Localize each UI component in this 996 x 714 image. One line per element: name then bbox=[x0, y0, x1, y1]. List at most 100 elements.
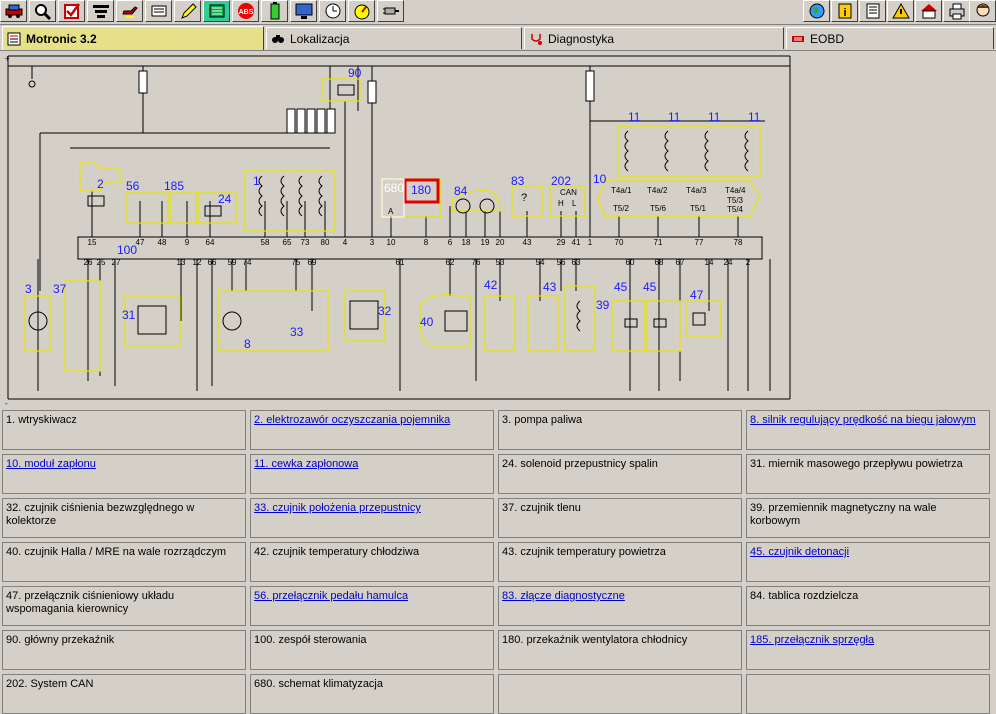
pin-label: 58 bbox=[261, 238, 270, 247]
comp-32[interactable]: 32 bbox=[378, 304, 392, 318]
pin-label: 60 bbox=[626, 258, 635, 267]
engine-icon[interactable] bbox=[145, 0, 172, 22]
comp-83[interactable]: 83 bbox=[511, 174, 525, 188]
comp-11[interactable]: 11 bbox=[628, 110, 641, 124]
tab-label: Diagnostyka bbox=[548, 31, 615, 46]
pin-label: 43 bbox=[523, 238, 532, 247]
pin-label: 24 bbox=[724, 258, 733, 267]
legend-item[interactable]: 83. złącze diagnostyczne bbox=[498, 586, 742, 626]
comp-45[interactable]: 45 bbox=[614, 280, 628, 294]
car-icon[interactable] bbox=[0, 0, 27, 22]
clock-icon[interactable] bbox=[319, 0, 346, 22]
legend-item: 39. przemiennik magnetyczny na wale korb… bbox=[746, 498, 990, 538]
wiring-diagram: 90 2 56 185 24 1 680 180 84 83 202 10 11… bbox=[0, 51, 996, 409]
legend-item[interactable]: 45. czujnik detonacji bbox=[746, 542, 990, 582]
comp-56[interactable]: 56 bbox=[126, 179, 140, 193]
tab-diagnostyka[interactable]: Diagnostyka bbox=[524, 27, 784, 49]
search-icon[interactable] bbox=[29, 0, 56, 22]
legend-item: 3. pompa paliwa bbox=[498, 410, 742, 450]
comp-84[interactable]: 84 bbox=[454, 184, 468, 198]
comp-2[interactable]: 2 bbox=[97, 177, 104, 191]
comp-24[interactable]: 24 bbox=[218, 192, 232, 206]
info-icon[interactable]: i bbox=[831, 0, 858, 22]
house-icon[interactable] bbox=[915, 0, 942, 22]
pin-label: 25 bbox=[97, 258, 106, 267]
tab-bar: Motronic 3.2 Lokalizacja Diagnostyka EOB… bbox=[0, 25, 996, 51]
pin-label: 69 bbox=[308, 258, 317, 267]
pin-label: 68 bbox=[655, 258, 664, 267]
oil-can-icon[interactable] bbox=[116, 0, 143, 22]
can-l-label: L bbox=[572, 199, 577, 208]
abs-icon[interactable]: ABS bbox=[232, 0, 259, 22]
user-icon[interactable] bbox=[969, 0, 996, 22]
legend-item[interactable]: 185. przełącznik sprzęgła bbox=[746, 630, 990, 670]
legend-item[interactable]: 10. moduł zapłonu bbox=[2, 454, 246, 494]
comp-47[interactable]: 47 bbox=[690, 288, 704, 302]
pin-label: 61 bbox=[396, 258, 405, 267]
comp-43[interactable]: 43 bbox=[543, 280, 557, 294]
pin-label: 3 bbox=[370, 238, 375, 247]
pin-label: 26 bbox=[84, 258, 93, 267]
comp-185[interactable]: 185 bbox=[164, 179, 184, 193]
pin-label: 48 bbox=[158, 238, 167, 247]
module-label: T5/4 bbox=[727, 205, 744, 214]
module-label: T5/2 bbox=[613, 204, 630, 213]
legend-item: 84. tablica rozdzielcza bbox=[746, 586, 990, 626]
legend-item[interactable]: 8. silnik regulujący prędkość na biegu j… bbox=[746, 410, 990, 450]
comp-11[interactable]: 11 bbox=[708, 110, 721, 124]
globe-icon[interactable] bbox=[803, 0, 830, 22]
legend-item[interactable]: 11. cewka zapłonowa bbox=[250, 454, 494, 494]
comp-11[interactable]: 11 bbox=[748, 110, 761, 124]
warning-sign-icon[interactable] bbox=[887, 0, 914, 22]
legend-item: 680. schemat klimatyzacja bbox=[250, 674, 494, 714]
monitor-icon[interactable] bbox=[290, 0, 317, 22]
legend-item: 47. przełącznik ciśnieniowy układu wspom… bbox=[2, 586, 246, 626]
gauge-icon[interactable] bbox=[348, 0, 375, 22]
legend-item[interactable]: 33. czujnik położenia przepustnicy bbox=[250, 498, 494, 538]
comp-202[interactable]: 202 bbox=[551, 174, 571, 188]
pin-label: 54 bbox=[536, 258, 545, 267]
comp-42[interactable]: 42 bbox=[484, 278, 498, 292]
comp-3[interactable]: 3 bbox=[25, 282, 32, 296]
comp-90[interactable]: 90 bbox=[348, 66, 362, 80]
pin-label: 8 bbox=[424, 238, 429, 247]
book-icon[interactable] bbox=[859, 0, 886, 22]
binoculars-icon bbox=[272, 34, 284, 43]
circuit-icon[interactable] bbox=[203, 0, 230, 22]
comp-680[interactable]: 680 bbox=[384, 181, 404, 195]
comp-11[interactable]: 11 bbox=[668, 110, 681, 124]
comp-45[interactable]: 45 bbox=[643, 280, 657, 294]
comp-37[interactable]: 37 bbox=[53, 282, 67, 296]
comp-33[interactable]: 33 bbox=[290, 325, 304, 339]
pin-label: 18 bbox=[462, 238, 471, 247]
printer-icon[interactable] bbox=[943, 0, 970, 22]
battery-icon[interactable] bbox=[261, 0, 288, 22]
svg-text:i: i bbox=[843, 7, 846, 19]
comp-100[interactable]: 100 bbox=[117, 243, 137, 257]
comp-8[interactable]: 8 bbox=[244, 337, 251, 351]
comp-1[interactable]: 1 bbox=[253, 174, 260, 188]
pin-label: 19 bbox=[481, 238, 490, 247]
plug-icon[interactable] bbox=[377, 0, 404, 22]
tab-eobd[interactable]: EOBD bbox=[786, 27, 994, 49]
legend-item[interactable]: 2. elektrozawór oczyszczania pojemnika bbox=[250, 410, 494, 450]
pencil-icon[interactable] bbox=[174, 0, 201, 22]
checkbox-icon[interactable] bbox=[58, 0, 85, 22]
abs-label: ABS bbox=[238, 9, 253, 16]
pin-label: 62 bbox=[446, 258, 455, 267]
tab-motronic[interactable]: Motronic 3.2 bbox=[2, 26, 264, 50]
pin-label: 2 bbox=[746, 258, 751, 267]
legend-item[interactable]: 56. przełącznik pedału hamulca bbox=[250, 586, 494, 626]
legend-item: 1. wtryskiwacz bbox=[2, 410, 246, 450]
comp-40[interactable]: 40 bbox=[420, 315, 434, 329]
comp-10[interactable]: 10 bbox=[593, 172, 607, 186]
pin-label: 64 bbox=[206, 238, 215, 247]
comp-31[interactable]: 31 bbox=[122, 308, 136, 322]
comp-39[interactable]: 39 bbox=[596, 298, 610, 312]
highlight-180 bbox=[403, 178, 440, 204]
tab-lokalizacja[interactable]: Lokalizacja bbox=[266, 27, 522, 49]
pin-label: 67 bbox=[676, 258, 685, 267]
tools-icon[interactable] bbox=[87, 0, 114, 22]
pin-label: 13 bbox=[177, 258, 186, 267]
comp-180[interactable]: 180 bbox=[411, 183, 431, 197]
